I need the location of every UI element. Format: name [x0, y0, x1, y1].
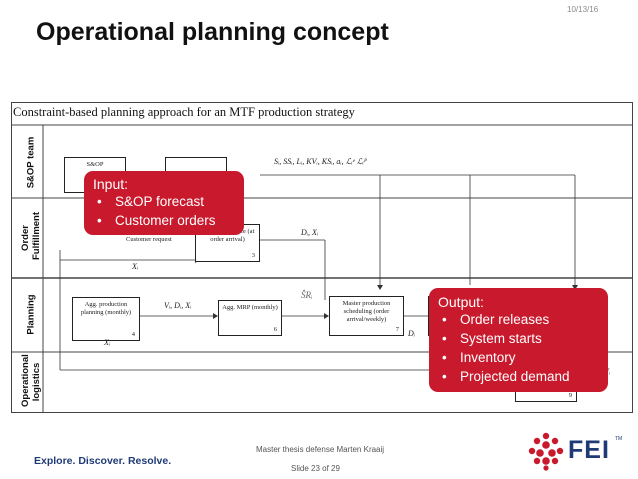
lane-sop-team: S&OP team	[25, 136, 37, 188]
lane-order-fulfillment: Order Fulfillment	[20, 211, 42, 260]
lane-planning: Planning	[25, 293, 37, 335]
input-callout: Input: S&OP forecast Customer orders	[84, 171, 244, 235]
output-item: Order releases	[438, 310, 608, 329]
note-x-agg: Xᵢ	[104, 338, 111, 347]
output-callout-heading: Output:	[438, 294, 484, 310]
box-agg-mrp: Agg. MRP (monthly) 6	[218, 300, 282, 336]
input-item: Customer orders	[93, 211, 244, 230]
output-item: Projected demand	[438, 367, 608, 386]
output-callout: Output: Order releases System starts Inv…	[429, 288, 608, 392]
arrow-to-master	[324, 313, 329, 319]
arrow-to-mrp	[213, 313, 218, 319]
note-sr: ŜRᵢ	[301, 290, 313, 300]
note-sop-parameters: Sᵢ, SSᵢ, Lᵢ, KVᵢ, KSᵢ, aᵢ, ℒᵢᵉ ℒᵢᴾ	[274, 157, 367, 166]
output-item: System starts	[438, 329, 608, 348]
planning-diagram	[11, 102, 633, 413]
arrow-sop-mid	[377, 285, 383, 290]
trademark-mark: TM	[615, 436, 623, 442]
note-v-d-x: Vᵢ, Dᵢ, Xᵢ	[164, 301, 192, 310]
note-d-x: Dᵢ, Xᵢ	[301, 228, 319, 237]
box-master-production-scheduling: Master production scheduling (order arri…	[329, 296, 404, 336]
fei-logo-text: FEI	[568, 436, 610, 464]
footer-presenter: Master thesis defense Marten Kraaij	[256, 445, 385, 454]
diagram-caption: Constraint-based planning approach for a…	[13, 105, 355, 119]
box-agg-production-planning: Agg. production planning (monthly) 4	[72, 297, 140, 341]
note-d-master: Dᵢ	[408, 329, 416, 338]
input-callout-heading: Input:	[93, 176, 129, 192]
footer-slide-number: Slide 23 of 29	[291, 464, 340, 473]
lane-operational-logistics: Operational logistics	[20, 354, 42, 407]
footer-tagline: Explore. Discover. Resolve.	[34, 455, 172, 467]
note-x-orders: Xᵢ	[132, 262, 139, 271]
input-item: S&OP forecast	[93, 192, 244, 211]
slide-date: 10/13/16	[567, 5, 599, 14]
arrow-sop-right	[572, 285, 578, 290]
note-customer-request: Customer request	[126, 236, 172, 243]
output-item: Inventory	[438, 348, 608, 367]
fei-logo-icon	[528, 432, 564, 471]
slide-title: Operational planning concept	[36, 18, 389, 46]
